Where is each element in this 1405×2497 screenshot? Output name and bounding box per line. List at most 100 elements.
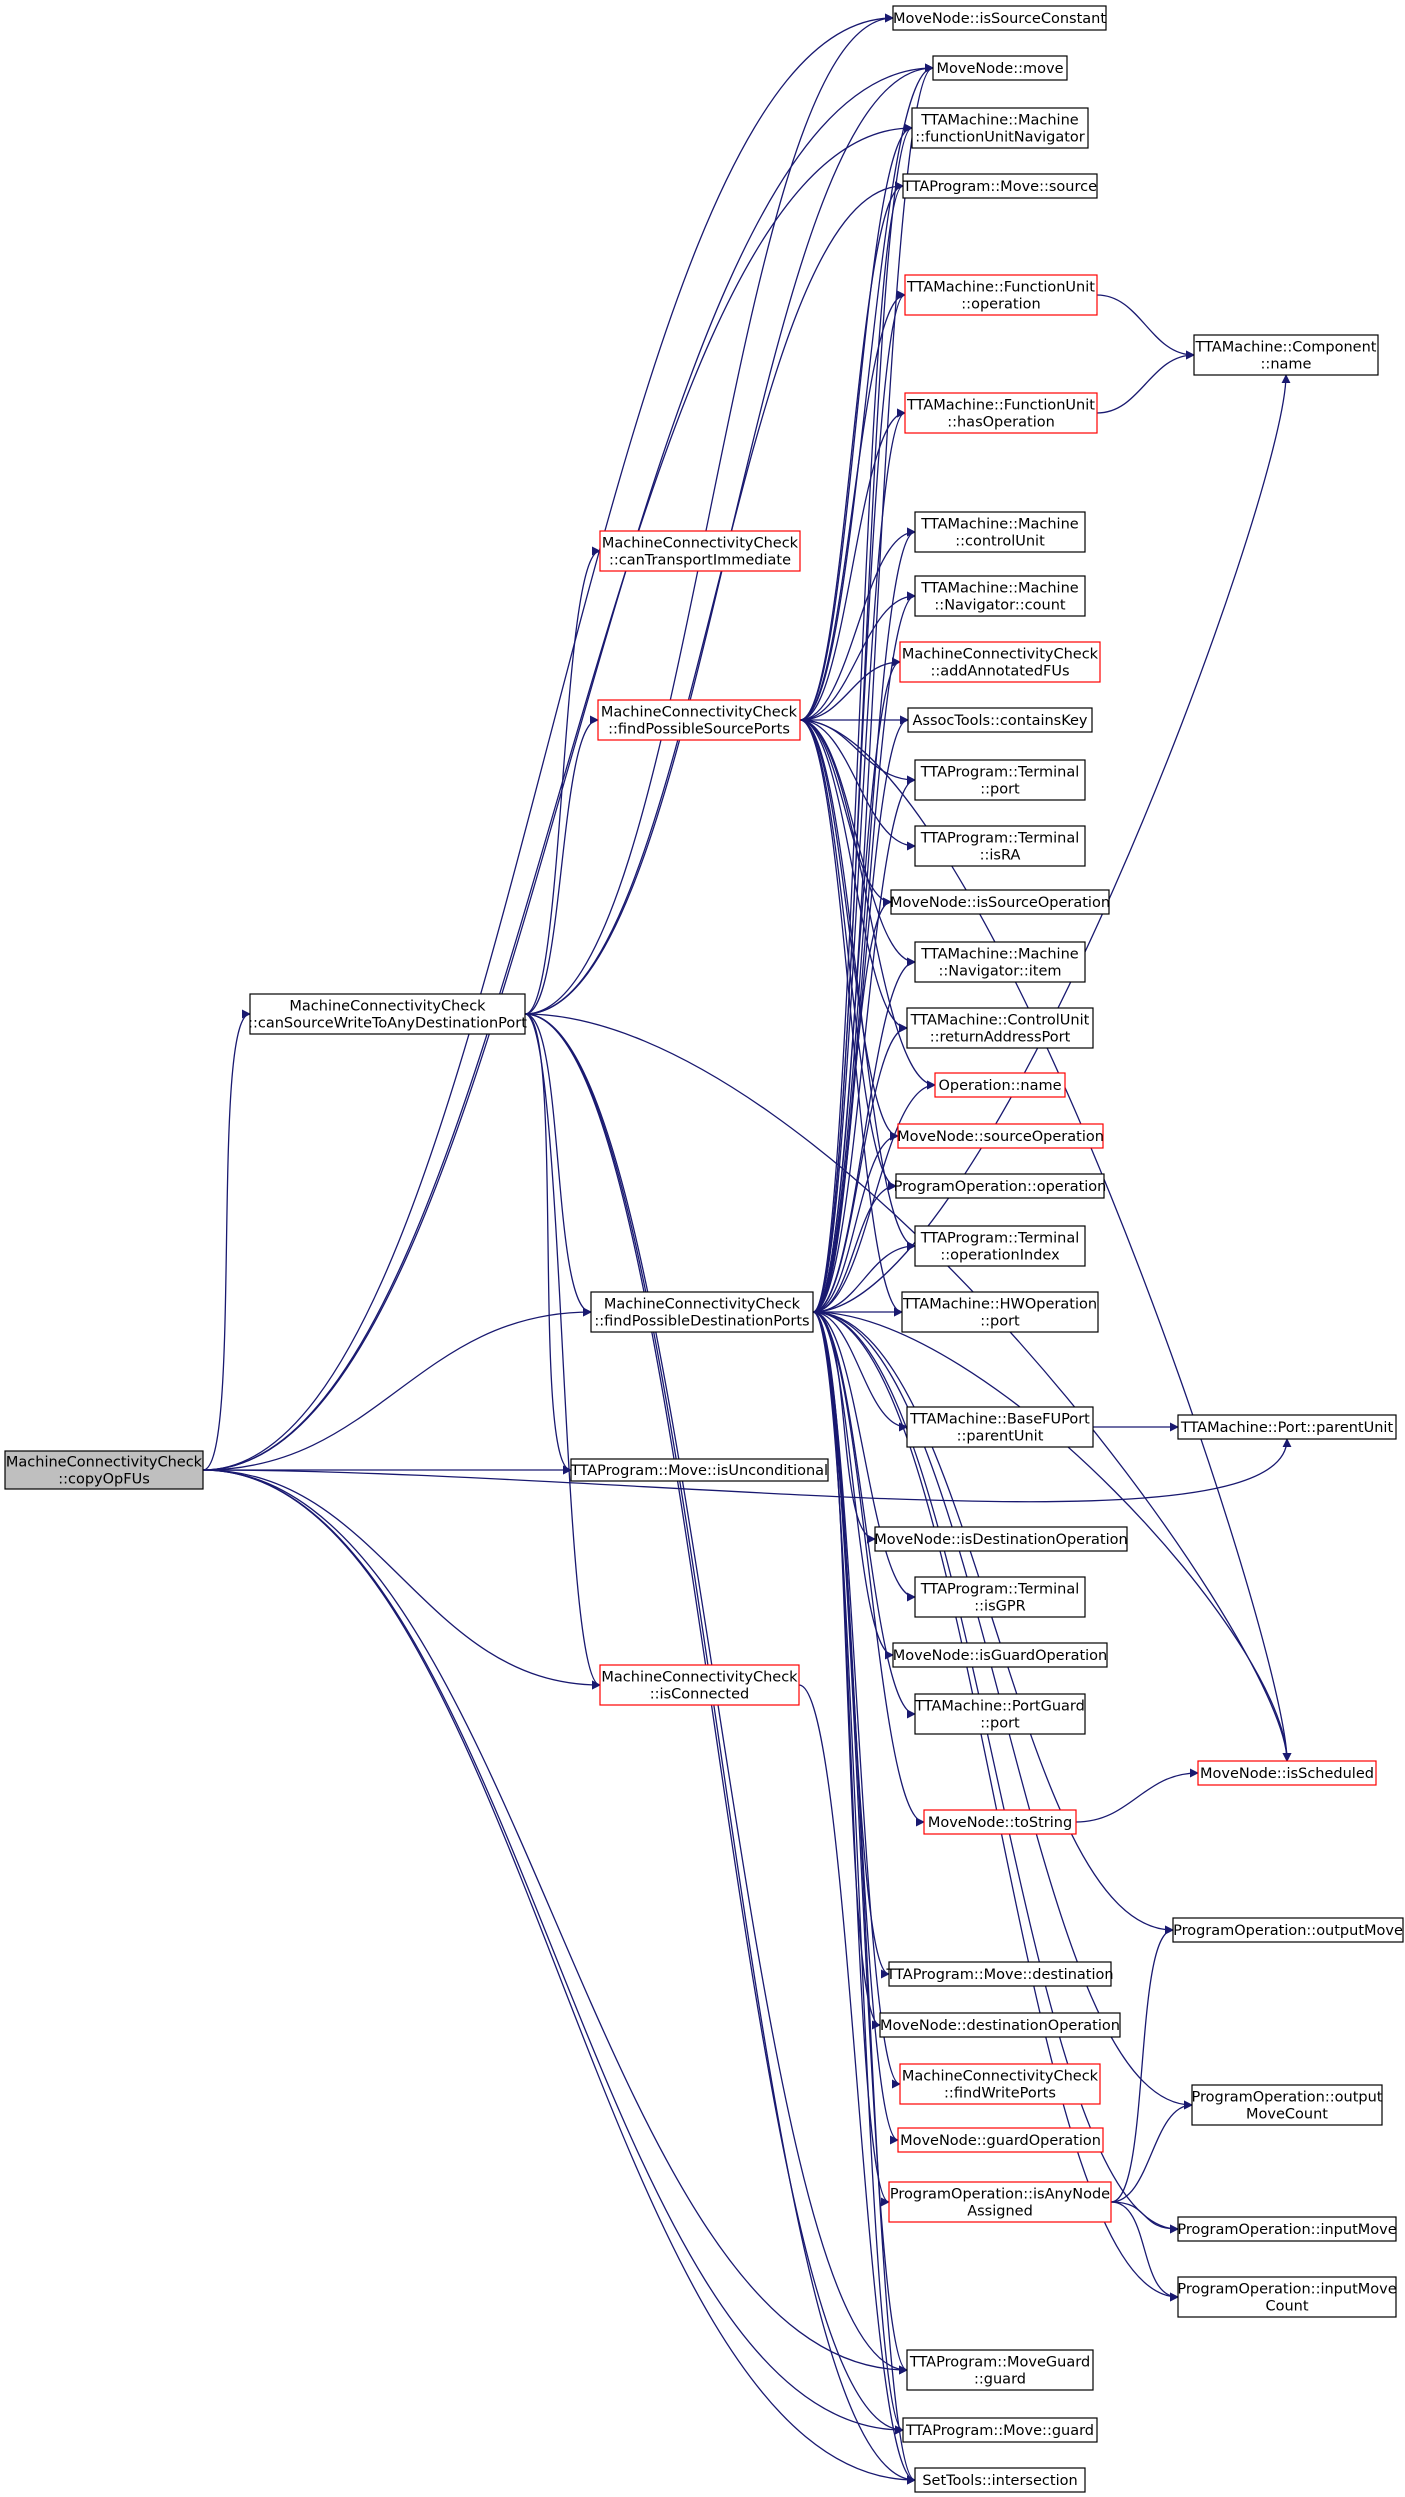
node-box-termIsRA[interactable] — [914, 825, 1086, 867]
node-destOp[interactable]: MoveNode::destinationOperation — [879, 2012, 1121, 2038]
node-box-progOpOp[interactable] — [895, 1173, 1105, 1199]
node-moveDest[interactable]: TTAProgram::Move::destination — [885, 1961, 1114, 1987]
node-isGuardOp[interactable]: MoveNode::isGuardOperation — [892, 1642, 1108, 1668]
node-controlUnit[interactable]: TTAMachine::Machine::controlUnit — [914, 511, 1086, 553]
node-isUncond[interactable]: TTAProgram::Move::isUnconditional — [570, 1458, 829, 1482]
node-box-navItem[interactable] — [914, 941, 1086, 983]
node-srcOp[interactable]: MoveNode::sourceOperation — [897, 1123, 1104, 1149]
node-isDestOp[interactable]: MoveNode::isDestinationOperation — [874, 1526, 1128, 1552]
node-box-fuNav[interactable] — [911, 107, 1089, 149]
node-addAnnotated[interactable]: MachineConnectivityCheck::addAnnotatedFU… — [899, 641, 1101, 683]
node-label-termOpIndex-1: ::operationIndex — [940, 1248, 1060, 1264]
edge-findDst-to-fuOperation — [812, 290, 906, 1313]
node-box-findDst[interactable] — [590, 1291, 814, 1333]
node-box-outputMove[interactable] — [1172, 1917, 1404, 1943]
node-box-isSourceOp[interactable] — [890, 889, 1110, 915]
node-box-intersection[interactable] — [914, 2467, 1086, 2493]
node-intersection[interactable]: SetTools::intersection — [914, 2467, 1086, 2493]
node-containsKey[interactable]: AssocTools::containsKey — [907, 707, 1093, 733]
node-opName[interactable]: Operation::name — [934, 1072, 1066, 1098]
node-box-fuOperation[interactable] — [904, 274, 1098, 316]
node-box-guardOp[interactable] — [897, 2127, 1104, 2153]
node-box-isScheduled[interactable] — [1197, 1760, 1377, 1786]
node-box-isUncond[interactable] — [570, 1458, 829, 1482]
node-box-toString[interactable] — [923, 1809, 1077, 1835]
node-box-retAddrPort[interactable] — [906, 1007, 1094, 1049]
node-box-destOp[interactable] — [879, 2012, 1121, 2038]
node-box-containsKey[interactable] — [907, 707, 1093, 733]
node-portGuardPort[interactable]: TTAMachine::PortGuard::port — [914, 1693, 1086, 1735]
node-box-isSourceConstant[interactable] — [892, 5, 1107, 31]
node-box-moveGuard[interactable] — [902, 2417, 1098, 2443]
node-navCount[interactable]: TTAMachine::Machine::Navigator::count — [914, 575, 1086, 617]
node-box-termPort[interactable] — [914, 759, 1086, 801]
node-box-inputMoveCount[interactable] — [1177, 2276, 1397, 2318]
node-root[interactable]: MachineConnectivityCheck::copyOpFUs — [4, 1450, 204, 1490]
node-box-mnMove[interactable] — [932, 55, 1068, 81]
node-box-isConnected[interactable] — [599, 1664, 800, 1706]
node-portParent[interactable]: TTAMachine::Port::parentUnit — [1177, 1414, 1397, 1440]
node-box-srcOp[interactable] — [897, 1123, 1104, 1149]
node-navItem[interactable]: TTAMachine::Machine::Navigator::item — [914, 941, 1086, 983]
node-moveSource[interactable]: TTAProgram::Move::source — [902, 173, 1098, 199]
node-findWritePorts[interactable]: MachineConnectivityCheck::findWritePorts — [899, 2063, 1101, 2105]
node-termPort[interactable]: TTAProgram::Terminal::port — [914, 759, 1086, 801]
node-fuHasOp[interactable]: TTAMachine::FunctionUnit::hasOperation — [904, 392, 1098, 434]
node-box-isGuardOp[interactable] — [892, 1642, 1108, 1668]
node-termOpIndex[interactable]: TTAProgram::Terminal::operationIndex — [914, 1225, 1086, 1267]
node-outputMove[interactable]: ProgramOperation::outputMove — [1172, 1917, 1404, 1943]
node-box-inputMove[interactable] — [1177, 2216, 1397, 2242]
node-isSourceOp[interactable]: MoveNode::isSourceOperation — [890, 889, 1110, 915]
node-termIsRA[interactable]: TTAProgram::Terminal::isRA — [914, 825, 1086, 867]
node-mnMove[interactable]: MoveNode::move — [932, 55, 1068, 81]
node-box-findSrc[interactable] — [597, 699, 801, 741]
node-box-hwOpPort[interactable] — [901, 1291, 1099, 1333]
node-box-moveDest[interactable] — [888, 1961, 1112, 1987]
node-termIsGPR[interactable]: TTAProgram::Terminal::isGPR — [914, 1576, 1086, 1618]
node-box-baseFUParent[interactable] — [906, 1406, 1094, 1448]
node-box-portParent[interactable] — [1177, 1414, 1397, 1440]
node-box-termIsGPR[interactable] — [914, 1576, 1086, 1618]
node-isConnected[interactable]: MachineConnectivityCheck::isConnected — [599, 1664, 800, 1706]
node-box-controlUnit[interactable] — [914, 511, 1086, 553]
node-guardOp[interactable]: MoveNode::guardOperation — [897, 2127, 1104, 2153]
node-box-opName[interactable] — [934, 1072, 1066, 1098]
node-box-root[interactable] — [4, 1450, 204, 1490]
node-moveGuardGuard[interactable]: TTAProgram::MoveGuard::guard — [906, 2349, 1094, 2391]
node-box-moveSource[interactable] — [902, 173, 1098, 199]
node-box-findWritePorts[interactable] — [899, 2063, 1101, 2105]
node-hwOpPort[interactable]: TTAMachine::HWOperation::port — [901, 1291, 1099, 1333]
node-toString[interactable]: MoveNode::toString — [923, 1809, 1077, 1835]
node-baseFUParent[interactable]: TTAMachine::BaseFUPort::parentUnit — [906, 1406, 1094, 1448]
node-box-isDestOp[interactable] — [874, 1526, 1128, 1552]
node-compName[interactable]: TTAMachine::Component::name — [1193, 334, 1379, 376]
node-box-navCount[interactable] — [914, 575, 1086, 617]
node-findDst[interactable]: MachineConnectivityCheck::findPossibleDe… — [590, 1291, 814, 1333]
node-isScheduled[interactable]: MoveNode::isScheduled — [1197, 1760, 1377, 1786]
node-progOpOp[interactable]: ProgramOperation::operation — [894, 1173, 1107, 1199]
node-box-portGuardPort[interactable] — [914, 1693, 1086, 1735]
node-canTransport[interactable]: MachineConnectivityCheck::canTransportIm… — [599, 530, 801, 572]
node-canSourceWrite[interactable]: MachineConnectivityCheck::canSourceWrite… — [248, 993, 527, 1035]
node-isSourceConstant[interactable]: MoveNode::isSourceConstant — [892, 5, 1107, 31]
node-retAddrPort[interactable]: TTAMachine::ControlUnit::returnAddressPo… — [906, 1007, 1094, 1049]
node-box-fuHasOp[interactable] — [904, 392, 1098, 434]
node-box-moveGuardGuard[interactable] — [906, 2349, 1094, 2391]
node-findSrc[interactable]: MachineConnectivityCheck::findPossibleSo… — [597, 699, 801, 741]
node-fuNav[interactable]: TTAMachine::Machine::functionUnitNavigat… — [911, 107, 1089, 149]
node-fuOperation[interactable]: TTAMachine::FunctionUnit::operation — [904, 274, 1098, 316]
node-box-termOpIndex[interactable] — [914, 1225, 1086, 1267]
node-box-addAnnotated[interactable] — [899, 641, 1101, 683]
edge-findDst-to-moveSource — [812, 181, 904, 1313]
node-box-outputMoveCount[interactable] — [1191, 2084, 1383, 2126]
node-inputMove[interactable]: ProgramOperation::inputMove — [1177, 2216, 1397, 2242]
node-moveGuard[interactable]: TTAProgram::Move::guard — [902, 2417, 1098, 2443]
edge-findDst-to-termIsGPR — [812, 1311, 916, 1602]
node-box-canTransport[interactable] — [599, 530, 801, 572]
node-box-compName[interactable] — [1193, 334, 1379, 376]
node-box-canSourceWrite[interactable] — [249, 993, 526, 1035]
node-box-isAnyNode[interactable] — [888, 2181, 1112, 2223]
